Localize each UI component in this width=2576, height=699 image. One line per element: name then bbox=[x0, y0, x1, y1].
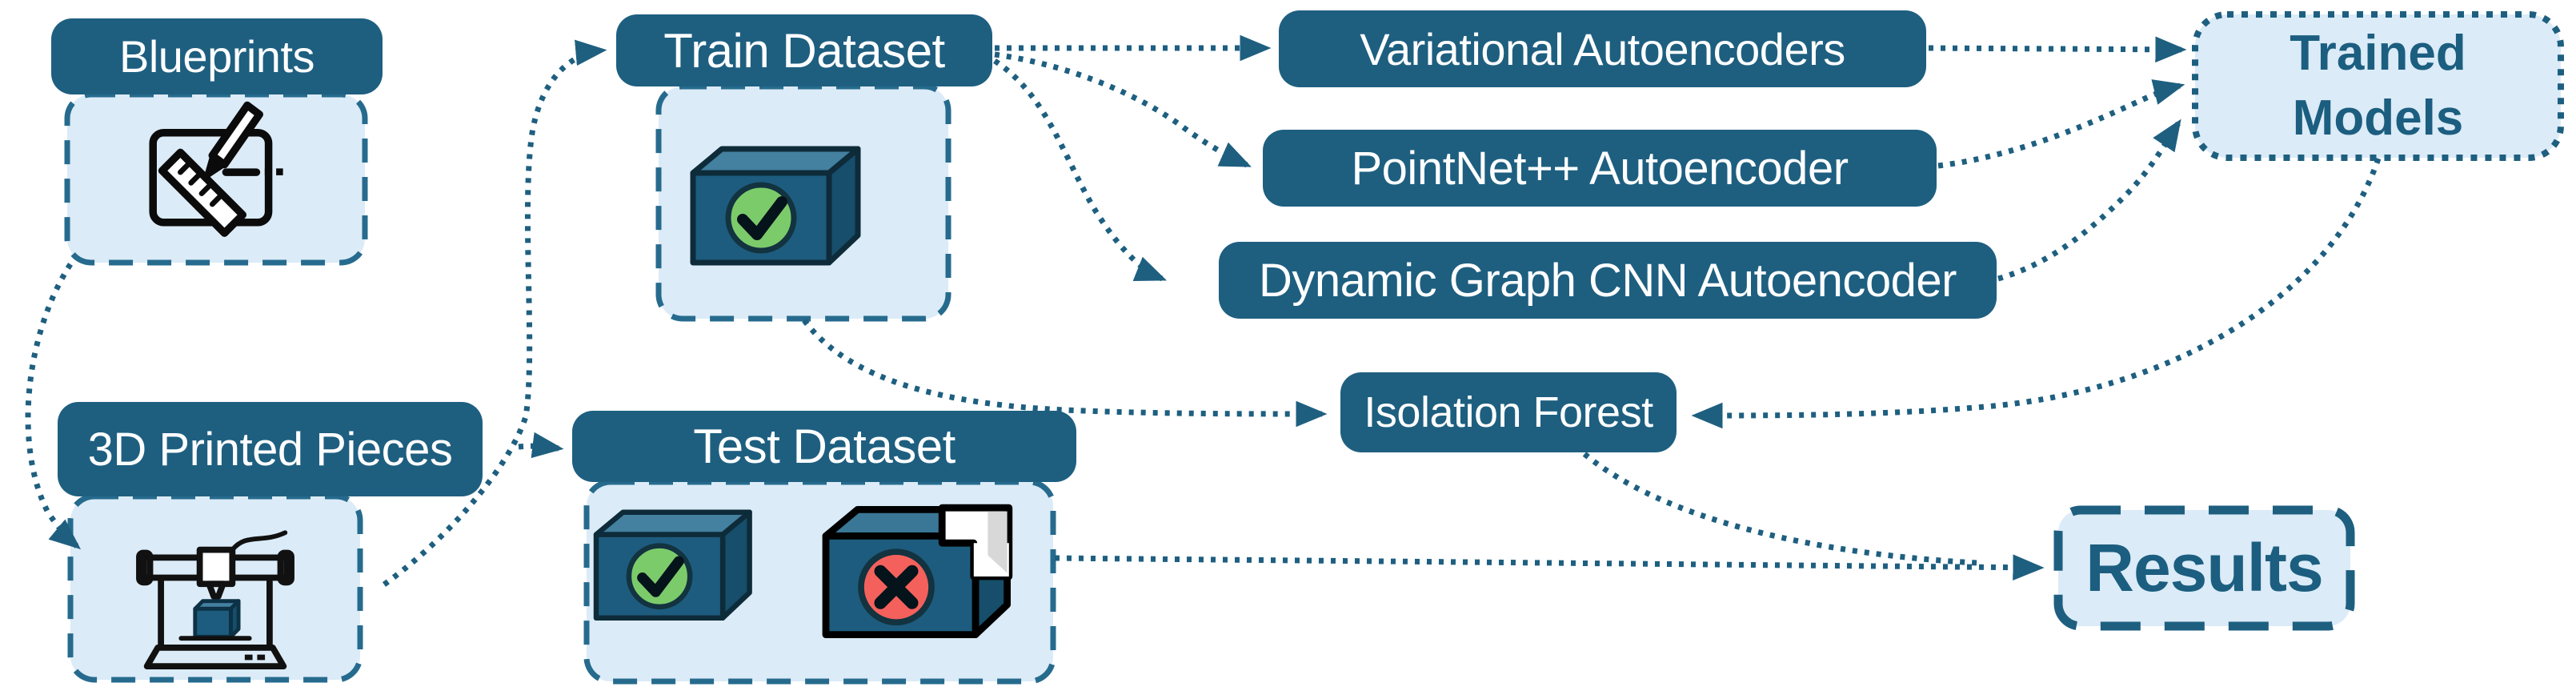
edge-printed-pieces-to-train-dataset bbox=[382, 39, 607, 587]
vae-node: Variational Autoencoders bbox=[1279, 10, 1926, 87]
vae-label: Variational Autoencoders bbox=[1360, 23, 1845, 74]
train-dataset-label: Train Dataset bbox=[663, 23, 945, 78]
blueprints-body bbox=[64, 91, 368, 266]
pointnet-label: PointNet++ Autoencoder bbox=[1351, 142, 1849, 195]
edge-isolation-forest-to-results bbox=[1582, 452, 1977, 566]
test-dataset-header: Test Dataset bbox=[572, 411, 1076, 482]
trained-models-node: Trained Models bbox=[2235, 14, 2521, 158]
printed-pieces-header: 3D Printed Pieces bbox=[58, 402, 483, 496]
blueprints-label: Blueprints bbox=[118, 31, 315, 82]
printed-pieces-body bbox=[67, 493, 363, 683]
ok-part-box-icon bbox=[693, 149, 858, 263]
results-box bbox=[2053, 505, 2355, 631]
test-dataset-label: Test Dataset bbox=[693, 420, 955, 473]
edge-pointnet-to-trained-models bbox=[1937, 79, 2185, 169]
isolation-forest-node: Isolation Forest bbox=[1340, 372, 1677, 452]
results-node: Results bbox=[2058, 510, 2350, 626]
defect-part-box-icon bbox=[826, 508, 1009, 634]
trained-models-label: Trained Models bbox=[2290, 25, 2466, 146]
edge-test-dataset-to-results bbox=[1054, 554, 2045, 581]
edge-dgcnn-to-trained-models bbox=[1997, 119, 2181, 282]
edge-train-dataset-to-isolation-forest bbox=[802, 318, 1328, 428]
results-label: Results bbox=[2085, 530, 2323, 605]
edge-train-dataset-to-pointnet bbox=[994, 51, 1252, 168]
edge-train-dataset-to-dgcnn bbox=[993, 58, 1168, 282]
train-dataset-header: Train Dataset bbox=[616, 14, 992, 86]
dgcnn-node: Dynamic Graph CNN Autoencoder bbox=[1219, 242, 1997, 319]
edge-printed-pieces-to-test-dataset bbox=[518, 432, 564, 459]
edge-vae-to-trained-models bbox=[1928, 36, 2187, 63]
printed-pieces-label: 3D Printed Pieces bbox=[87, 423, 453, 476]
isolation-forest-label: Isolation Forest bbox=[1364, 388, 1653, 436]
blueprints-header: Blueprints bbox=[51, 18, 383, 94]
edges bbox=[25, 34, 2382, 587]
dgcnn-label: Dynamic Graph CNN Autoencoder bbox=[1258, 254, 1957, 307]
ok-part-box-icon bbox=[596, 512, 750, 618]
trained-models-box bbox=[2192, 11, 2564, 161]
pointnet-node: PointNet++ Autoencoder bbox=[1263, 130, 1937, 207]
